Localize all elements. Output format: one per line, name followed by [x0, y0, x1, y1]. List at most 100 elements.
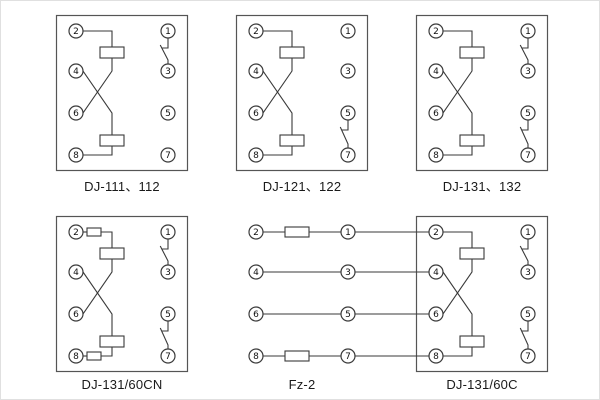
terminal-2: 2	[68, 224, 84, 240]
terminal-7: 7	[340, 348, 356, 364]
svg-text:8: 8	[433, 151, 439, 161]
svg-text:6: 6	[253, 310, 259, 320]
wire-cross-b	[442, 70, 473, 136]
terminal-2: 2	[428, 224, 444, 240]
terminal-1: 1	[160, 23, 176, 39]
terminal-5: 5	[340, 306, 356, 322]
coil-upper	[99, 46, 125, 59]
diagram-label: Fz-2	[288, 377, 316, 392]
svg-text:7: 7	[165, 151, 171, 161]
diagram-label: DJ-131/60C	[446, 377, 518, 392]
terminal-4: 4	[248, 264, 264, 280]
terminal-5: 5	[160, 306, 176, 322]
terminal-5: 5	[340, 105, 356, 121]
svg-text:2: 2	[433, 27, 439, 37]
svg-text:8: 8	[433, 352, 439, 362]
terminal-8: 8	[428, 147, 444, 163]
relay-case-border	[415, 14, 549, 172]
svg-text:3: 3	[345, 67, 351, 77]
terminal-1: 1	[340, 23, 356, 39]
relay-case-border	[55, 215, 189, 373]
terminal-2: 2	[248, 23, 264, 39]
svg-text:7: 7	[345, 352, 351, 362]
terminal-4: 4	[248, 63, 264, 79]
terminal-7: 7	[340, 147, 356, 163]
coil-lower	[459, 335, 485, 348]
svg-text:2: 2	[73, 228, 79, 238]
svg-text:1: 1	[345, 228, 351, 238]
wire-cross-b	[442, 271, 473, 337]
wire-coil-to-terminal8	[82, 145, 113, 156]
diagram-label: DJ-121、122	[262, 179, 342, 194]
wire-cross-b	[82, 271, 113, 337]
svg-text:4: 4	[253, 67, 259, 77]
diagram-dj-121-122: 2 4 6 8 1 3 5 7 DJ-121、122	[235, 14, 369, 195]
svg-text:7: 7	[525, 352, 531, 362]
flash-unit-diagram: 2 4 6 8 1 3 5 7	[248, 224, 356, 364]
coil-upper	[459, 247, 485, 260]
wire-cross-a	[82, 57, 113, 114]
terminal-6: 6	[68, 105, 84, 121]
resistor-8-7	[284, 350, 310, 362]
svg-text:3: 3	[165, 268, 171, 278]
terminal-5: 5	[520, 105, 536, 121]
terminal-8: 8	[68, 348, 84, 364]
svg-text:4: 4	[433, 268, 439, 278]
wire-cross-a	[82, 258, 113, 315]
wire-terminal2-to-coil	[442, 231, 473, 249]
relay-case-border	[415, 215, 549, 373]
contact-5-7	[159, 320, 169, 350]
svg-text:2: 2	[253, 228, 259, 238]
wire-coil-to-terminal8	[442, 346, 473, 357]
svg-text:7: 7	[525, 151, 531, 161]
coil-lower	[459, 134, 485, 147]
terminal-3: 3	[520, 63, 536, 79]
svg-text:2: 2	[253, 27, 259, 37]
wire-terminal2-to-coil	[442, 30, 473, 48]
wire-cross-a	[442, 57, 473, 114]
contact-1-3	[159, 238, 169, 266]
coil-lower	[99, 134, 125, 147]
svg-text:3: 3	[525, 268, 531, 278]
svg-text:5: 5	[345, 109, 351, 119]
terminal-4: 4	[428, 63, 444, 79]
coil-lower	[279, 134, 305, 147]
relay-internal-diagram: 2 4 6 8 1 3 5 7	[415, 14, 549, 172]
diagram-fz-2: 2 4 6 8 1 3 5 7 Fz-2	[235, 215, 369, 392]
svg-text:1: 1	[165, 228, 171, 238]
terminal-8: 8	[248, 147, 264, 163]
svg-text:4: 4	[73, 268, 79, 278]
contact-5-7	[519, 119, 529, 149]
diagram-label: DJ-131/60CN	[81, 377, 163, 392]
wire-terminal2-to-coil	[262, 30, 293, 48]
terminal-8: 8	[428, 348, 444, 364]
wire-coil-to-terminal8	[442, 145, 473, 156]
terminal-8: 8	[68, 147, 84, 163]
terminal-5: 5	[520, 306, 536, 322]
svg-text:1: 1	[525, 27, 531, 37]
relay-case-border	[55, 14, 189, 172]
svg-text:5: 5	[165, 310, 171, 320]
wire-terminal2-to-coil	[82, 30, 113, 48]
terminal-3: 3	[160, 264, 176, 280]
coil-upper	[99, 247, 125, 260]
svg-text:6: 6	[253, 109, 259, 119]
wire-coil-to-resistor	[100, 346, 113, 357]
terminal-1: 1	[520, 224, 536, 240]
svg-text:5: 5	[525, 310, 531, 320]
svg-text:1: 1	[525, 228, 531, 238]
contact-1-3	[159, 37, 169, 65]
svg-text:6: 6	[433, 109, 439, 119]
terminal-6: 6	[428, 105, 444, 121]
svg-text:8: 8	[253, 151, 259, 161]
wire-to-coil	[100, 231, 113, 249]
wire-cross-a	[442, 258, 473, 315]
terminal-4: 4	[68, 63, 84, 79]
svg-text:8: 8	[73, 151, 79, 161]
contact-5-7	[339, 119, 349, 149]
relay-internal-diagram: 2 4 6 8 1 3 5 7	[55, 14, 189, 172]
svg-text:7: 7	[345, 151, 351, 161]
diagram-dj-111-112: 2 4 6 8 1 3 5 7 DJ-111、112	[55, 14, 189, 195]
terminal-4: 4	[428, 264, 444, 280]
svg-text:1: 1	[345, 27, 351, 37]
